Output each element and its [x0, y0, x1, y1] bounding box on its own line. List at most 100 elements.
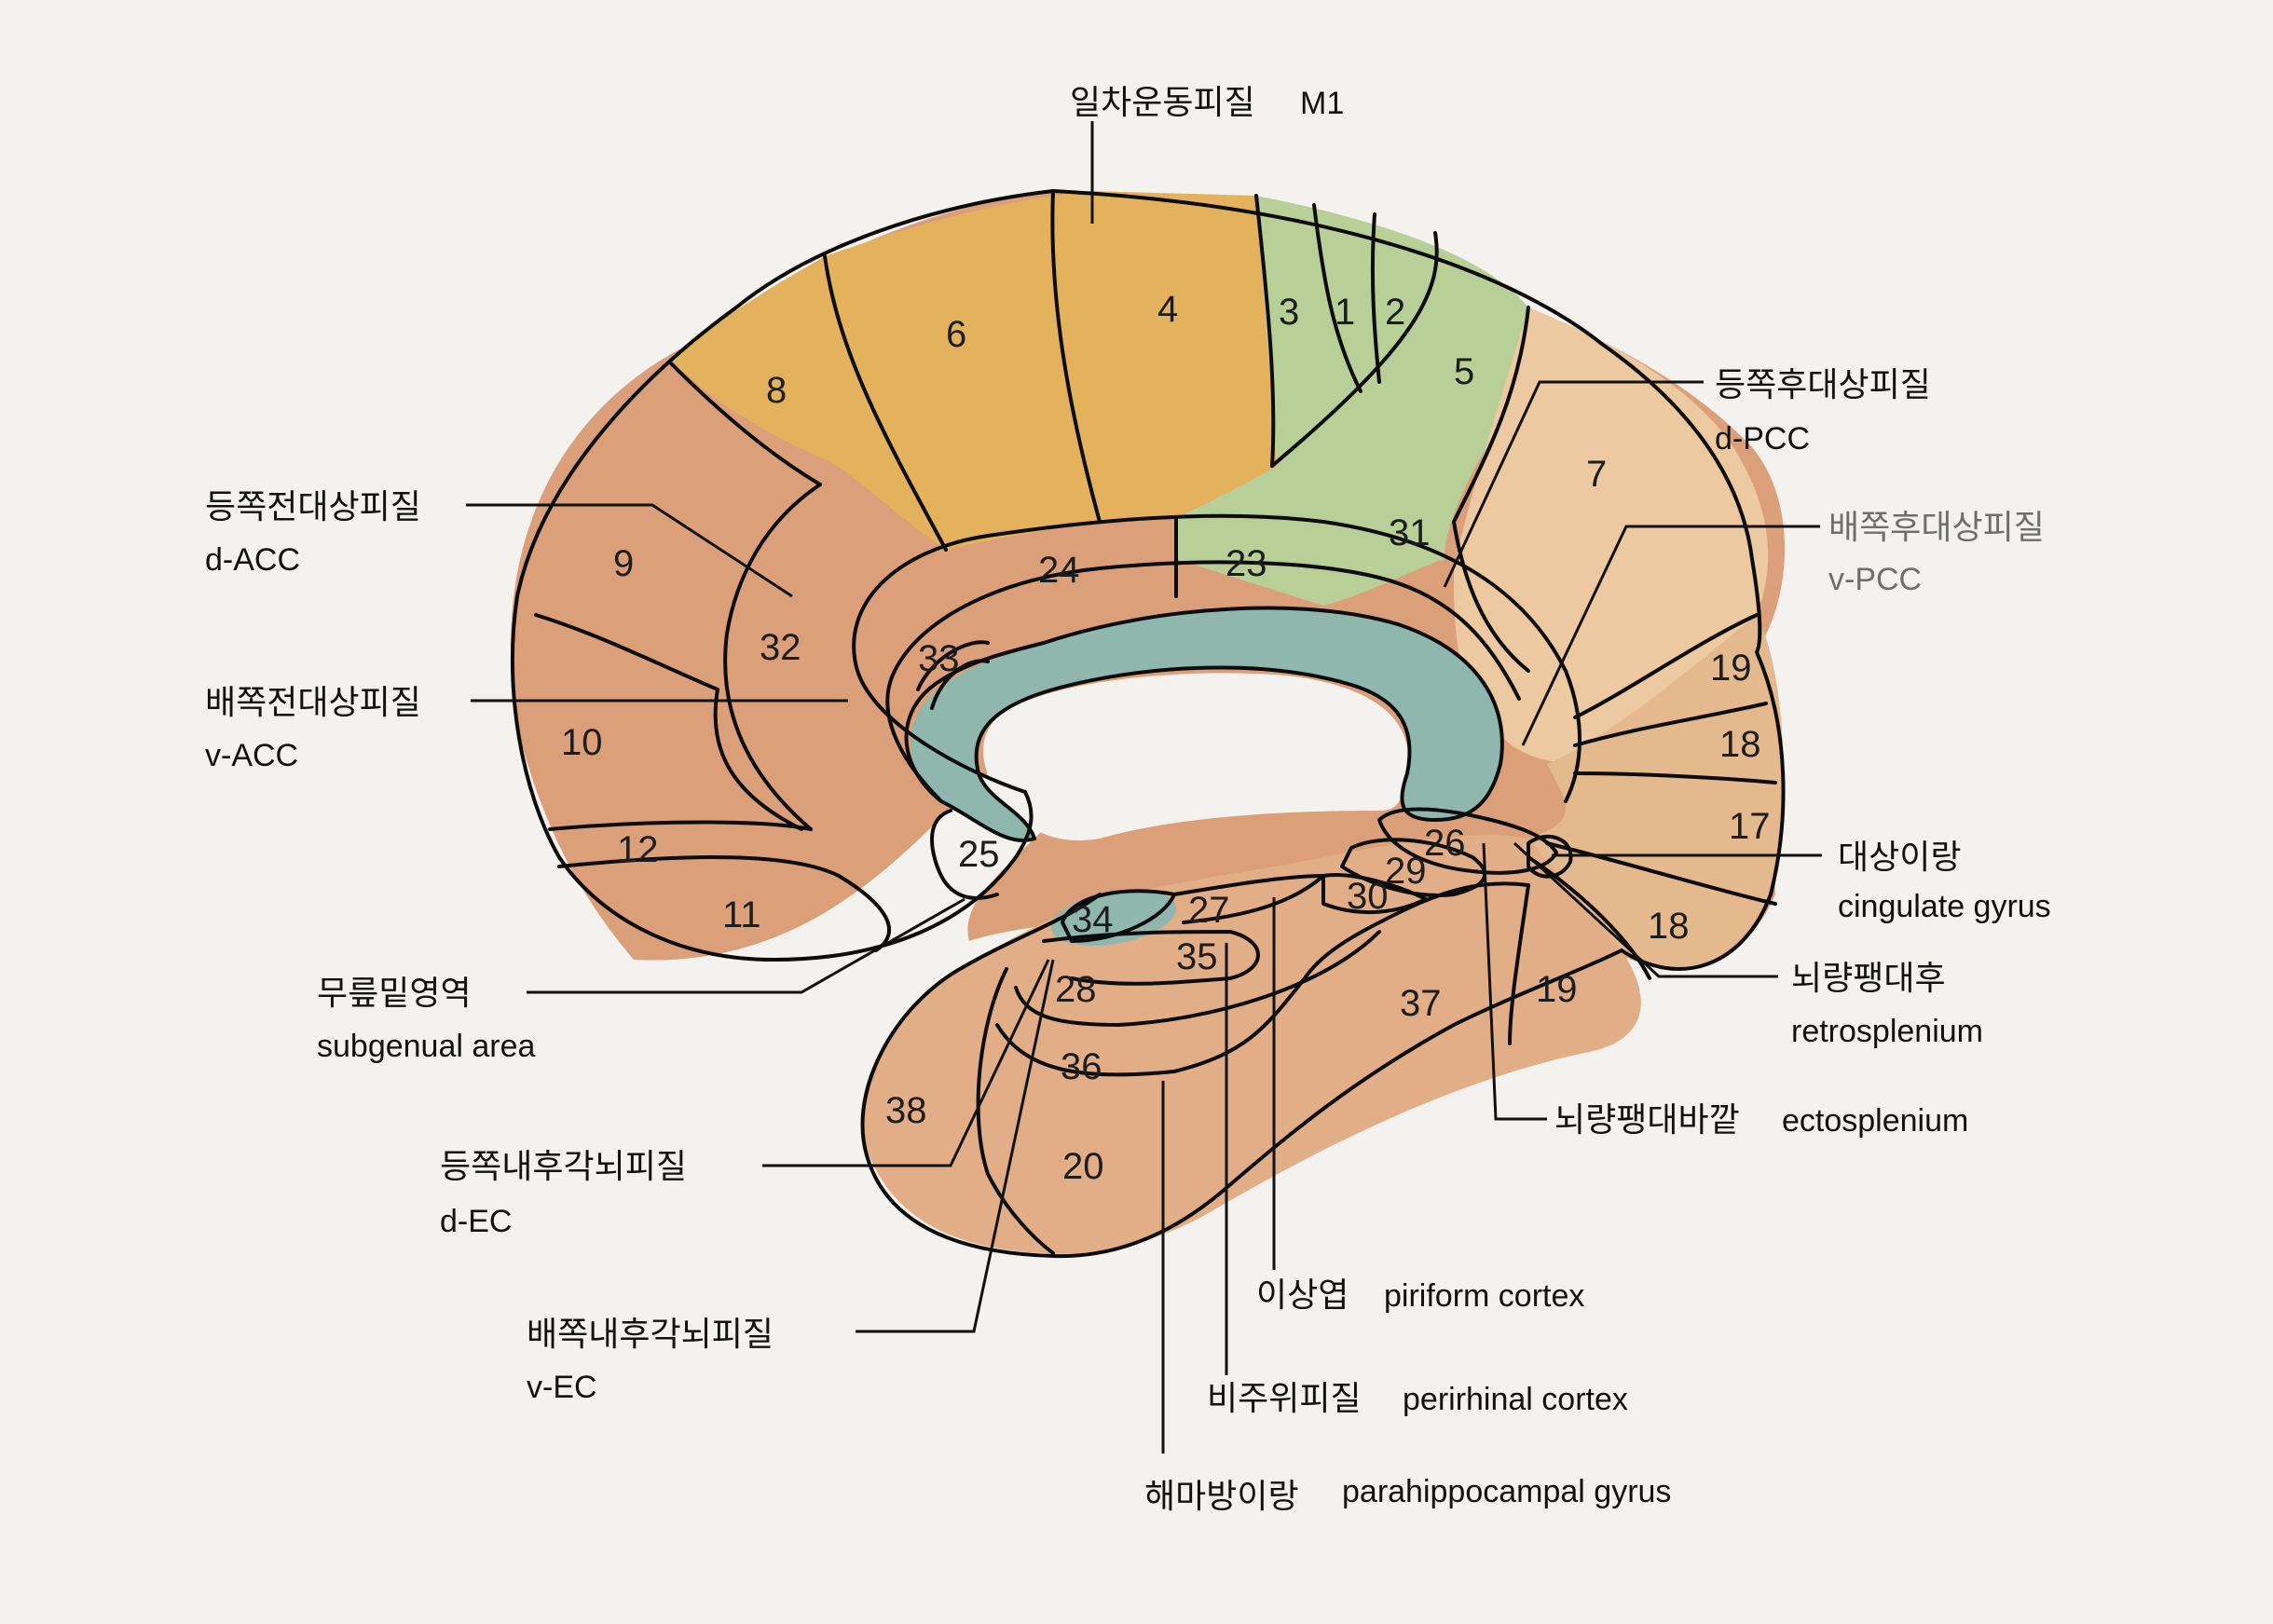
area-11-label: 11: [722, 894, 761, 935]
area-28-36-boundary: [1014, 930, 1381, 1027]
v-ec-label-en: v-EC: [527, 1370, 597, 1405]
area-38-label: 38: [885, 1090, 927, 1131]
area-23-label: 23: [1226, 543, 1267, 584]
d-ec-leader: [762, 959, 1050, 1167]
d-pcc-leader: [1443, 380, 1704, 588]
d-acc-leader: [466, 503, 793, 598]
area-19-18-boundary: [1573, 702, 1768, 747]
area-26-outline: [1377, 807, 1558, 875]
v-acc-label-ko: 배쪽전대상피질: [205, 684, 421, 722]
callosum-outline: [974, 606, 1504, 840]
cingulate-outer: [852, 513, 1582, 803]
ventricle-space: [983, 673, 1409, 840]
subgenual-label-en: subgenual area: [317, 1029, 536, 1064]
v-ec-label-ko: 배쪽내후각뇌피질: [527, 1316, 774, 1354]
area-27-outline: [1172, 874, 1325, 924]
d-pcc-label-en: d-PCC: [1715, 421, 1810, 457]
area-6-label: 6: [946, 314, 966, 355]
area-6-8-boundary: [823, 254, 948, 552]
region-occipital: [1528, 615, 1784, 969]
ectosplenium-leader: [1482, 842, 1547, 1121]
piriform-label-ko: 이상엽: [1256, 1276, 1349, 1315]
area-30-label: 30: [1347, 876, 1389, 917]
area-9-label: 9: [613, 543, 634, 584]
area-17-label: 17: [1729, 806, 1771, 847]
area-numbers: 4 6 8 3 1 2 5 7 9 32 24 23 31 33 19 18 1…: [561, 289, 1771, 1187]
area-27-label: 27: [1188, 890, 1230, 931]
area-1-label: 1: [1335, 292, 1355, 333]
d-acc-label-ko: 등쪽전대상피질: [205, 488, 421, 526]
area-28-label: 28: [1055, 969, 1097, 1010]
area-25-label: 25: [958, 834, 1000, 875]
area-37-label: 37: [1400, 983, 1442, 1024]
v-ec-leader: [856, 959, 1055, 1333]
retrosplenial-knob: [1527, 834, 1573, 879]
m1-label-en: M1: [1300, 86, 1344, 121]
area-5-label: 5: [1454, 351, 1474, 392]
area-19-bottom-label: 19: [1536, 969, 1578, 1010]
subgenual-leader: [527, 897, 965, 994]
area-36-20-boundary: [995, 976, 1307, 1077]
perirhinal-label-ko: 비주위피질: [1207, 1380, 1362, 1418]
area-17-boundary: [1545, 841, 1777, 906]
region-outlines: [511, 189, 1786, 1259]
area-3-1-boundary: [1312, 203, 1362, 393]
area-10-label: 10: [561, 722, 603, 763]
area-37-outline: [1303, 881, 1530, 980]
area-4-label: 4: [1157, 289, 1178, 330]
area-32-10-boundary: [713, 688, 803, 831]
cingulate-label-ko: 대상이랑: [1838, 839, 1961, 877]
d-ec-label-ko: 등쪽내후각뇌피질: [440, 1148, 687, 1186]
ectosplenium-label-en: ectosplenium: [1782, 1103, 1968, 1139]
cingulate-label-en: cingulate gyrus: [1838, 889, 2051, 924]
area-8-label: 8: [766, 370, 787, 411]
retrosplenium-leader: [1513, 841, 1778, 978]
leader-lines: [466, 121, 1822, 1453]
area-20-label: 20: [1062, 1146, 1104, 1187]
area-2-5-boundary: [1270, 231, 1439, 468]
area-8-9-boundary: [669, 362, 822, 486]
d-pcc-label-ko: 등쪽후대상피질: [1715, 366, 1931, 404]
area-9-boundary: [534, 613, 719, 691]
area-19-top-boundary: [1573, 613, 1759, 719]
area-34-label: 34: [1072, 899, 1114, 940]
callout-labels: 일차운동피질 M1 등쪽후대상피질 d-PCC 배쪽후대상피질 v-PCC 등쪽…: [205, 84, 2051, 1516]
area-18-top-label: 18: [1719, 724, 1761, 765]
area-33-strip: [916, 640, 990, 710]
v-pcc-label-ko: 배쪽후대상피질: [1828, 509, 2045, 547]
region-parietal-green: [1176, 196, 1528, 606]
d-acc-label-en: d-ACC: [205, 542, 300, 578]
area-5-7-boundary: [1452, 306, 1530, 524]
area-11-12-boundary: [557, 855, 892, 952]
ectosplenium-label-ko: 뇌량팽대바깥: [1554, 1101, 1740, 1140]
area-12-label: 12: [617, 829, 659, 870]
frontal-outline: [511, 189, 1055, 962]
v-pcc-leader: [1521, 525, 1820, 746]
area-31-label: 31: [1389, 512, 1431, 553]
area-29-outline: [1340, 838, 1487, 897]
region-fills: [510, 191, 1785, 1254]
area-25-boundary: [930, 809, 999, 900]
parahippocampal-label-en: parahippocampal gyrus: [1342, 1474, 1671, 1509]
d-ec-label-en: d-EC: [440, 1204, 512, 1239]
area-32-boundary: [723, 483, 822, 831]
area-24-label: 24: [1038, 550, 1080, 591]
area-3-label: 3: [1279, 292, 1299, 333]
area-37-19-boundary: [1508, 883, 1530, 1045]
corpus-callosum: [911, 607, 1502, 840]
area-3-4-boundary: [1254, 194, 1276, 468]
retrosplenium-label-ko: 뇌량팽대후: [1791, 960, 1946, 998]
area-19-top-label: 19: [1710, 648, 1752, 689]
area-36-label: 36: [1061, 1046, 1102, 1087]
piriform-label-en: piriform cortex: [1384, 1278, 1584, 1314]
parahippocampal-label-ko: 해마방이랑: [1144, 1478, 1299, 1516]
area-18-bottom-label: 18: [1648, 906, 1690, 947]
area-2-label: 2: [1385, 292, 1405, 333]
area-18-19-bottom-boundary: [1527, 855, 1651, 980]
area-33-label: 33: [918, 638, 960, 679]
area-32-label: 32: [760, 627, 801, 668]
subgenual-label-ko: 무릎밑영역: [317, 975, 472, 1013]
temporal-outline: [860, 893, 1623, 1259]
